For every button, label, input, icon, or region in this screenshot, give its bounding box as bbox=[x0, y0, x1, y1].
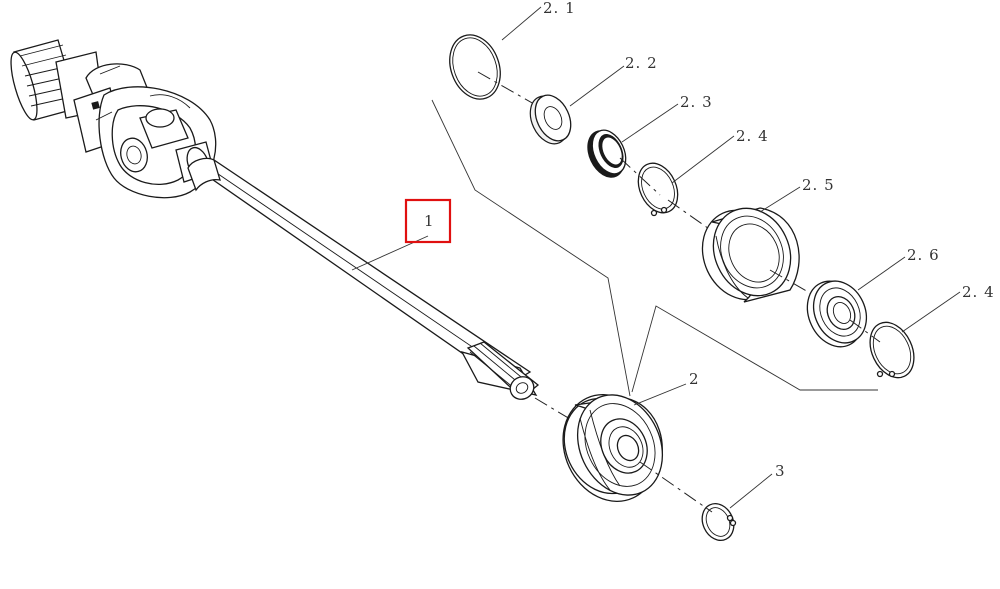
axis-2-6-to-2-4 bbox=[849, 319, 881, 343]
callout-label-2-4-lower[interactable]: 2. 4 bbox=[962, 283, 995, 301]
axis-bearing-to-circlip bbox=[639, 461, 713, 513]
callout-label-3[interactable]: 3 bbox=[775, 462, 786, 480]
part-2-3-seal[interactable] bbox=[580, 124, 632, 184]
part-2-4-snap-ring-lower[interactable] bbox=[862, 315, 923, 384]
part-2-bearing-housing[interactable] bbox=[546, 379, 678, 517]
callout-label-2-5[interactable]: 2. 5 bbox=[802, 176, 835, 194]
part-2-2-washer[interactable] bbox=[523, 89, 578, 149]
part-2-6-ball-bearing[interactable] bbox=[797, 272, 876, 356]
detail-bracket bbox=[431, 99, 878, 397]
callout-label-2[interactable]: 2 bbox=[689, 370, 700, 388]
part-2-5-cup[interactable] bbox=[688, 196, 804, 313]
axis-2-3-to-2-4 bbox=[619, 157, 661, 196]
leader-lines bbox=[351, 6, 961, 509]
part-2-4-snap-ring-upper[interactable] bbox=[631, 157, 686, 219]
axis-2-5-to-2-6 bbox=[769, 269, 823, 301]
shaft-lower-spline bbox=[460, 341, 540, 400]
callout-label-2-4-upper[interactable]: 2. 4 bbox=[736, 127, 769, 145]
callout-label-2-2[interactable]: 2. 2 bbox=[625, 54, 658, 72]
callout-1-highlight-box bbox=[404, 198, 452, 244]
callout-label-1[interactable]: 1 bbox=[424, 212, 435, 230]
callout-label-2-3[interactable]: 2. 3 bbox=[680, 93, 713, 111]
part-2-1-o-ring[interactable] bbox=[441, 28, 509, 106]
universal-joint bbox=[73, 63, 217, 199]
shaft-body bbox=[187, 157, 532, 386]
part-1-drive-shaft[interactable] bbox=[6, 39, 540, 404]
part-3-circlip[interactable] bbox=[696, 498, 739, 545]
callout-label-2-1[interactable]: 2. 1 bbox=[543, 0, 576, 17]
callout-label-2-6[interactable]: 2. 6 bbox=[907, 246, 940, 264]
